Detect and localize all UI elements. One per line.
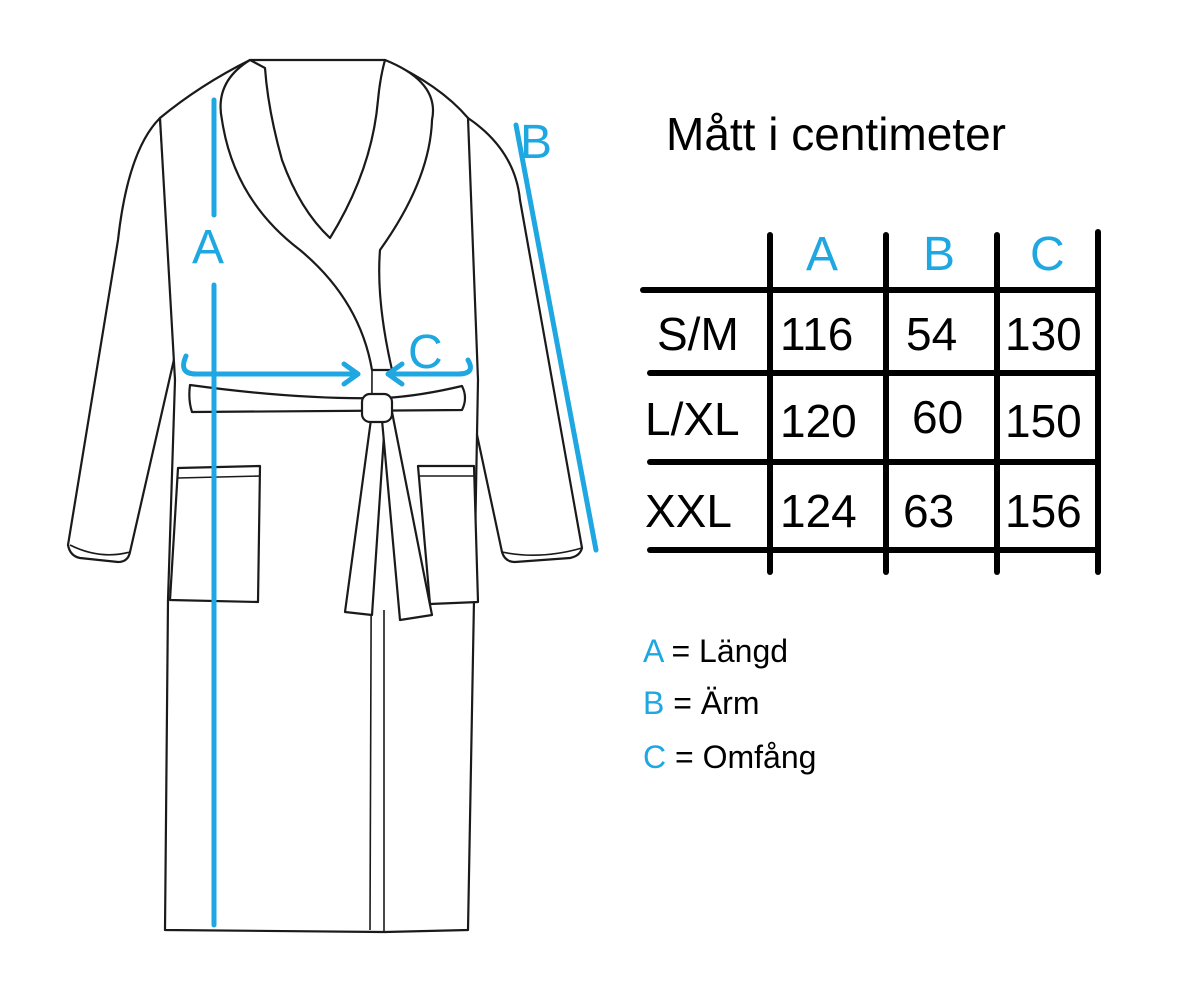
robe-right-sleeve [458,116,584,564]
measure-b-line [513,122,599,553]
table-header-b: B [923,228,955,281]
robe-collar-inner [264,59,386,240]
table-header-c: C [1030,228,1065,281]
measure-c-arrow-left [181,353,361,387]
table-cell: 150 [1005,395,1082,447]
robe-right-pocket [416,464,480,606]
table-cell: 63 [903,485,954,537]
table-cell: 124 [780,485,857,537]
legend-item-c: C = Omfång [643,739,816,775]
legend-key: A [643,633,665,669]
legend-item-b: B = Ärm [643,685,759,721]
size-table: A B C S/M 116 54 130 L/XL 120 60 150 XXL… [640,228,1101,575]
table-cell: 130 [1005,308,1082,360]
legend-sep: = [663,633,699,669]
legend-key: B [643,685,664,721]
measure-c-arrow-right [385,357,473,387]
robe-left-pocket-top [177,475,261,479]
legend-text: Längd [699,633,788,669]
legend-sep: = [664,685,700,721]
table-cell: 54 [906,308,957,360]
legend-sep: = [666,739,702,775]
measure-b-label: B [520,116,552,169]
measure-a-label: A [192,221,224,274]
measure-c-label: C [408,326,443,379]
table-header-a: A [806,228,838,281]
legend-item-a: A = Längd [643,633,788,669]
table-cell: 120 [780,395,857,447]
robe-left-sleeve [66,116,177,564]
table-cell: 156 [1005,485,1082,537]
legend: A = Längd B = Ärm C = Omfång [643,633,816,775]
robe-illustration [66,58,584,934]
page-title: Mått i centimeter [666,108,1006,160]
table-row-size: XXL [645,485,732,537]
robe-left-cuff [69,544,131,556]
measurements: A B C [181,97,599,928]
legend-text: Omfång [703,739,817,775]
table-cell: 116 [780,308,853,360]
table-row-size: S/M [657,308,739,360]
robe-belt [188,383,467,414]
legend-text: Ärm [701,685,760,721]
table-cell: 60 [912,391,963,443]
table-row-size: L/XL [645,393,740,445]
robe-belt-knot [360,392,394,424]
robe-right-cuff [501,547,583,556]
legend-key: C [643,739,666,775]
